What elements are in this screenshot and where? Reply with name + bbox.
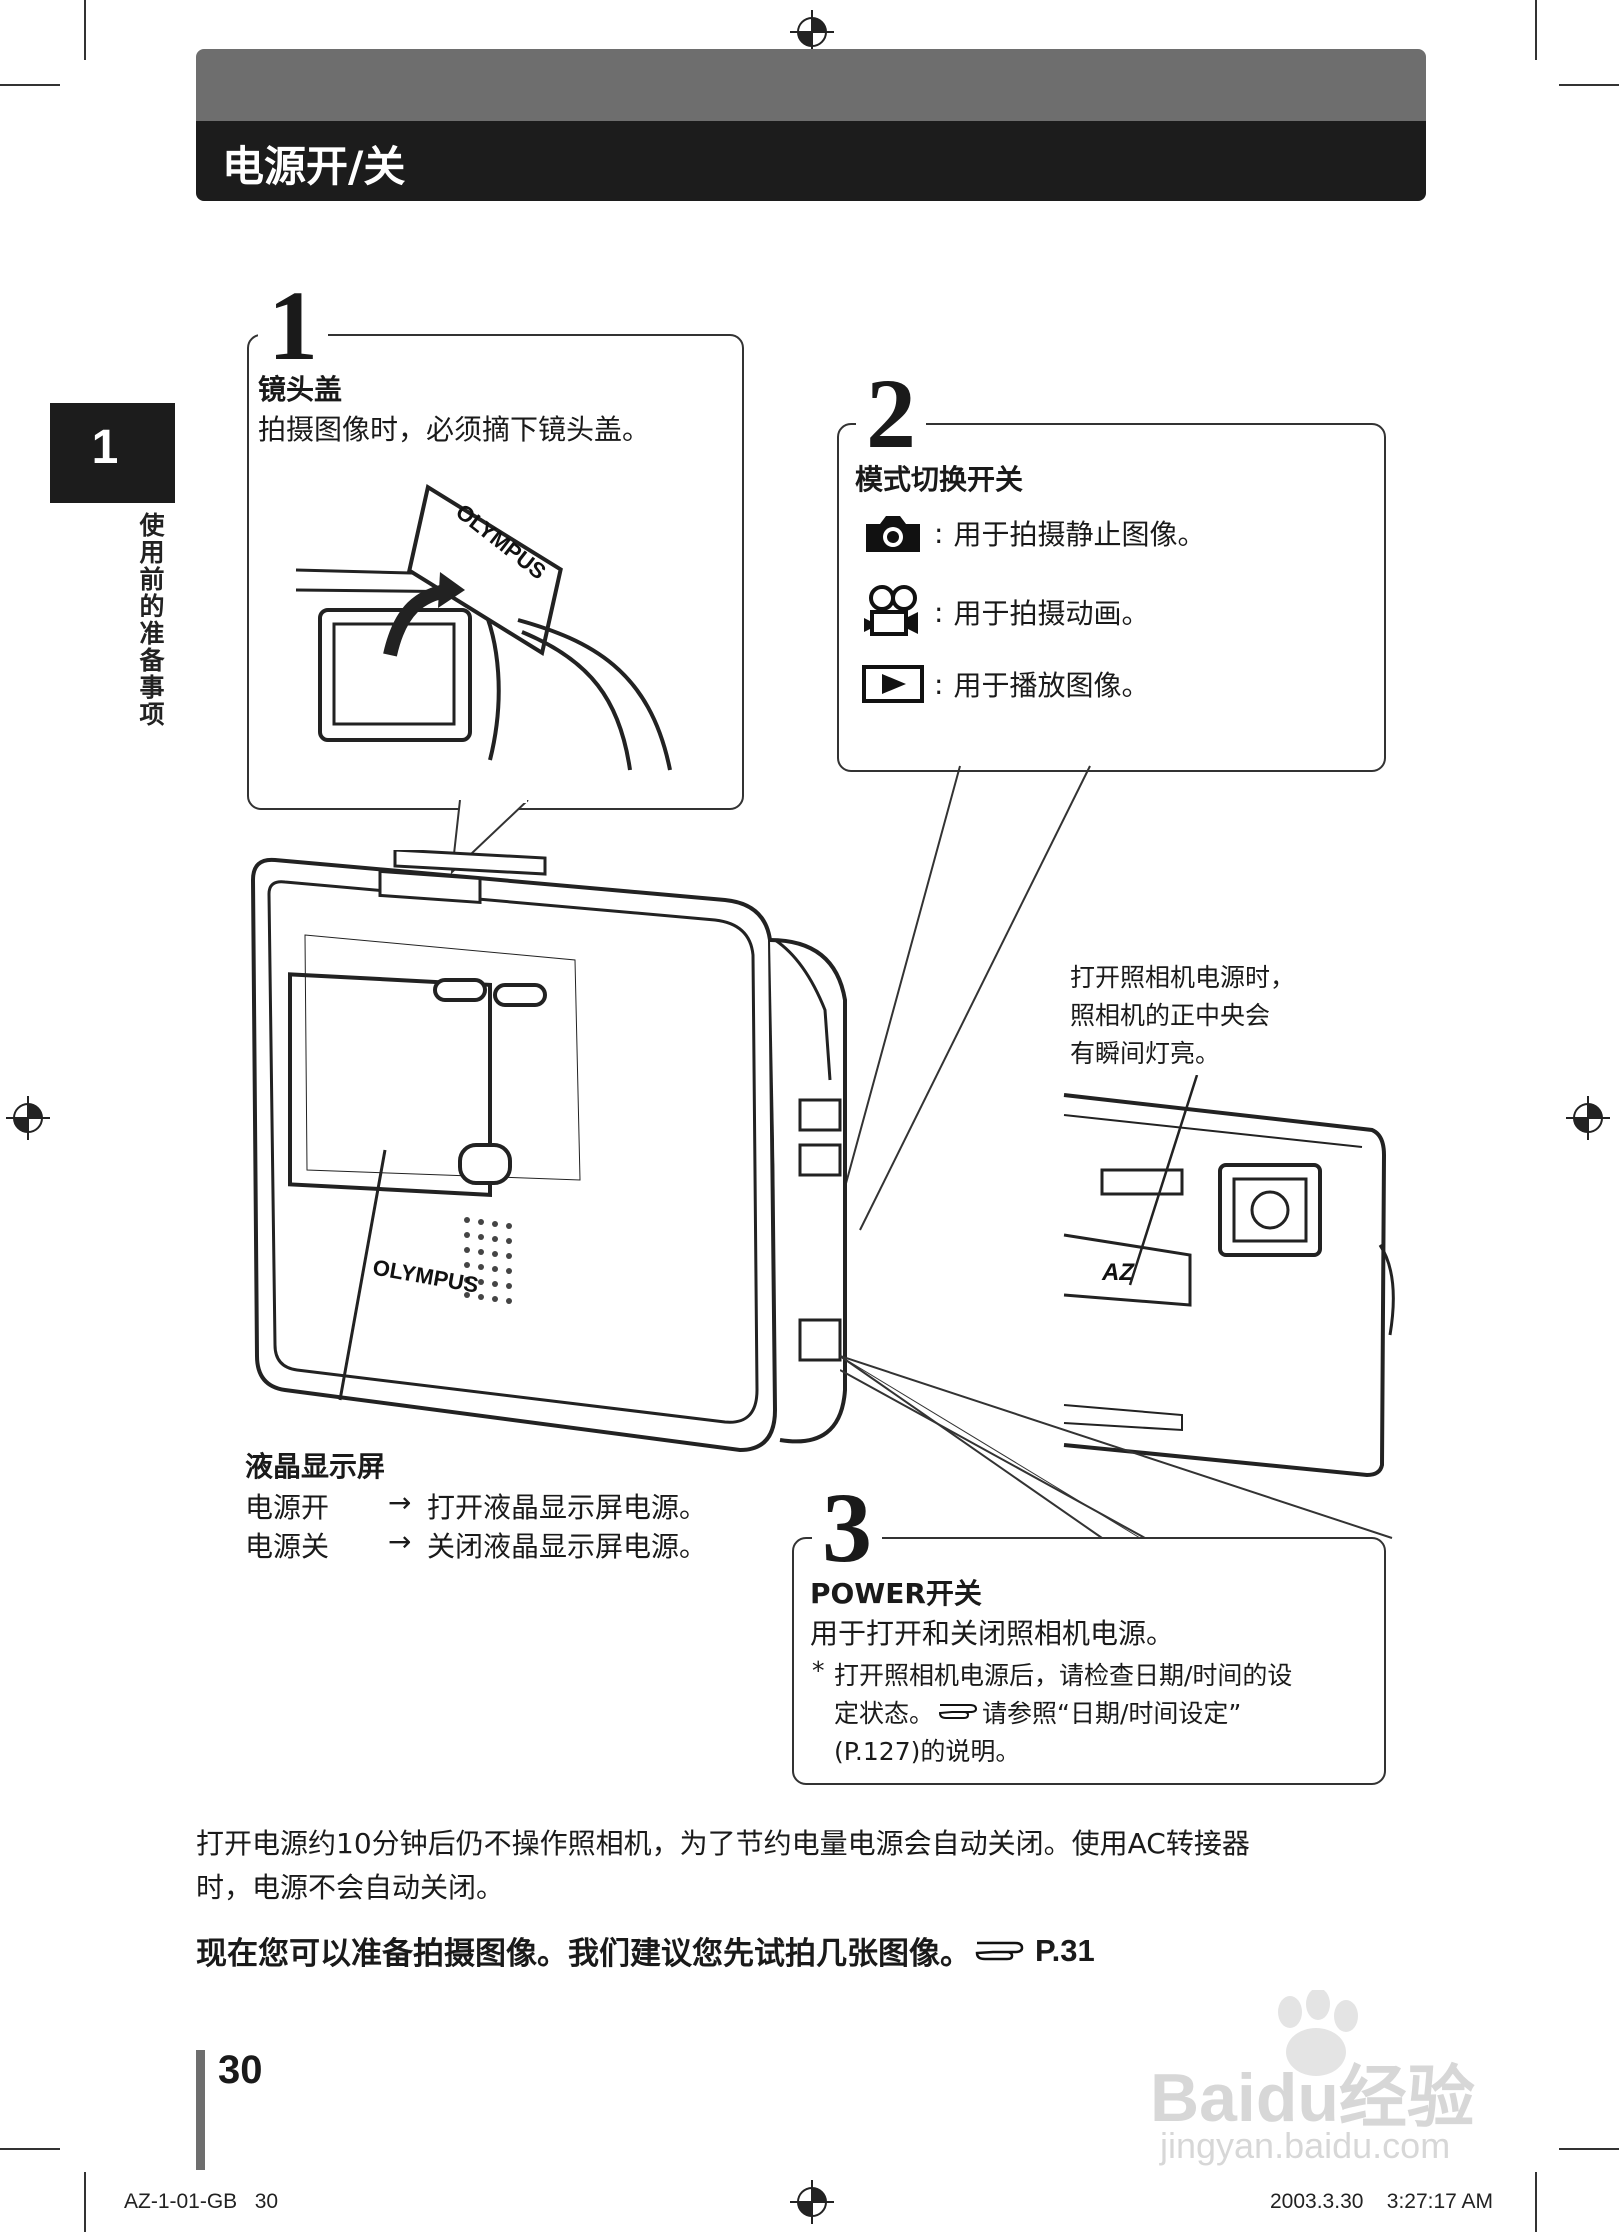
- page-reference-link[interactable]: P.31: [1035, 1933, 1095, 1969]
- play-icon: [860, 664, 926, 704]
- movie-camera-icon: [860, 584, 926, 640]
- page-title: 电源开/关: [222, 133, 405, 194]
- body-paragraph-line1: 打开电源约10分钟后仍不操作照相机，为了节约电量电源会自动关闭。使用AC转接器: [196, 1822, 1250, 1862]
- step3-pointer: [840, 1350, 1400, 1550]
- reference-hand-icon: [938, 1701, 978, 1723]
- page-number-bar: [196, 2050, 205, 2170]
- mode-row-still: : 用于拍摄静止图像。: [860, 510, 1205, 556]
- body-bold-text: 现在您可以准备拍摄图像。我们建议您先试拍几张图像。: [196, 1928, 971, 1973]
- step2-heading: 模式切换开关: [855, 458, 1023, 498]
- lcd-row-off-text: 关闭液晶显示屏电源。: [427, 1525, 707, 1565]
- lcd-row-on-label: 电源开: [245, 1486, 329, 1526]
- mode-row-movie: : 用于拍摄动画。: [860, 584, 1149, 640]
- crop-mark: [84, 2172, 86, 2232]
- step3-text: 用于打开和关闭照相机电源。: [810, 1612, 1174, 1652]
- step3-number: 3: [812, 1478, 882, 1578]
- mode-colon: :: [934, 596, 943, 629]
- mode-play-text: 用于播放图像。: [953, 664, 1149, 704]
- page-number: 30: [218, 2048, 263, 2093]
- registration-mark: [790, 10, 834, 54]
- step3-note-line1: 打开照相机电源后，请检查日期/时间的设: [834, 1656, 1292, 1692]
- step1-text: 拍摄图像时，必须摘下镜头盖。: [258, 408, 650, 448]
- step1-heading: 镜头盖: [258, 368, 342, 408]
- chapter-label: 使用前的准备事项: [132, 512, 168, 728]
- reference-hand-icon: [975, 1938, 1025, 1964]
- mode-movie-text: 用于拍摄动画。: [953, 592, 1149, 632]
- header-band-top: [196, 49, 1426, 121]
- step3-note-line3: (P.127)的说明。: [834, 1732, 1020, 1768]
- registration-mark: [790, 2180, 834, 2224]
- chapter-number: 1: [50, 420, 160, 475]
- mode-colon: :: [934, 517, 943, 550]
- camera-back-illustration: OLYMPUS: [245, 850, 885, 1470]
- mode-still-text: 用于拍摄静止图像。: [953, 513, 1205, 553]
- step3-note-line2: 定状态。 请参照“日期/时间设定”: [834, 1694, 1241, 1730]
- step3-heading: POWER开关: [810, 1572, 982, 1612]
- front-note-line3: 有瞬间灯亮。: [1070, 1034, 1220, 1070]
- front-note-line2: 照相机的正中央会: [1070, 996, 1270, 1032]
- camera-icon: [860, 510, 926, 556]
- crop-mark: [1535, 2172, 1537, 2232]
- crop-mark: [84, 0, 86, 60]
- lcd-row-on-arrow: →: [388, 1486, 411, 1519]
- lens-cap-illustration: OLYMPUS: [290, 460, 720, 780]
- registration-mark: [1566, 1096, 1610, 1140]
- step3-note-line2-post: 请参照“日期/时间设定”: [982, 1694, 1241, 1730]
- crop-mark: [1559, 84, 1619, 86]
- crop-mark: [0, 84, 60, 86]
- footer-timestamp: 2003.3.30 3:27:17 AM: [1270, 2190, 1493, 2214]
- front-note-line1: 打开照相机电源时，: [1070, 958, 1295, 994]
- crop-mark: [1559, 2148, 1619, 2150]
- step1-number: 1: [258, 276, 328, 376]
- mode-colon: :: [934, 668, 943, 701]
- step3-note-line2-pre: 定状态。: [834, 1694, 934, 1730]
- crop-mark: [1535, 0, 1537, 60]
- lcd-heading: 液晶显示屏: [245, 1445, 385, 1485]
- crop-mark: [0, 2148, 60, 2150]
- body-paragraph-line2: 时，电源不会自动关闭。: [196, 1866, 504, 1906]
- mode-row-play: : 用于播放图像。: [860, 664, 1149, 704]
- step2-number: 2: [856, 364, 926, 464]
- watermark-url: jingyan.baidu.com: [1160, 2125, 1450, 2167]
- lcd-row-off-arrow: →: [388, 1525, 411, 1558]
- lcd-row-off-label: 电源关: [245, 1525, 329, 1565]
- step3-note-mark: *: [812, 1656, 825, 1685]
- body-bold-line: 现在您可以准备拍摄图像。我们建议您先试拍几张图像。 P.31: [196, 1928, 1095, 1973]
- registration-mark: [6, 1096, 50, 1140]
- footer-code: AZ-1-01-GB 30: [124, 2190, 278, 2214]
- lcd-row-on-text: 打开液晶显示屏电源。: [427, 1486, 707, 1526]
